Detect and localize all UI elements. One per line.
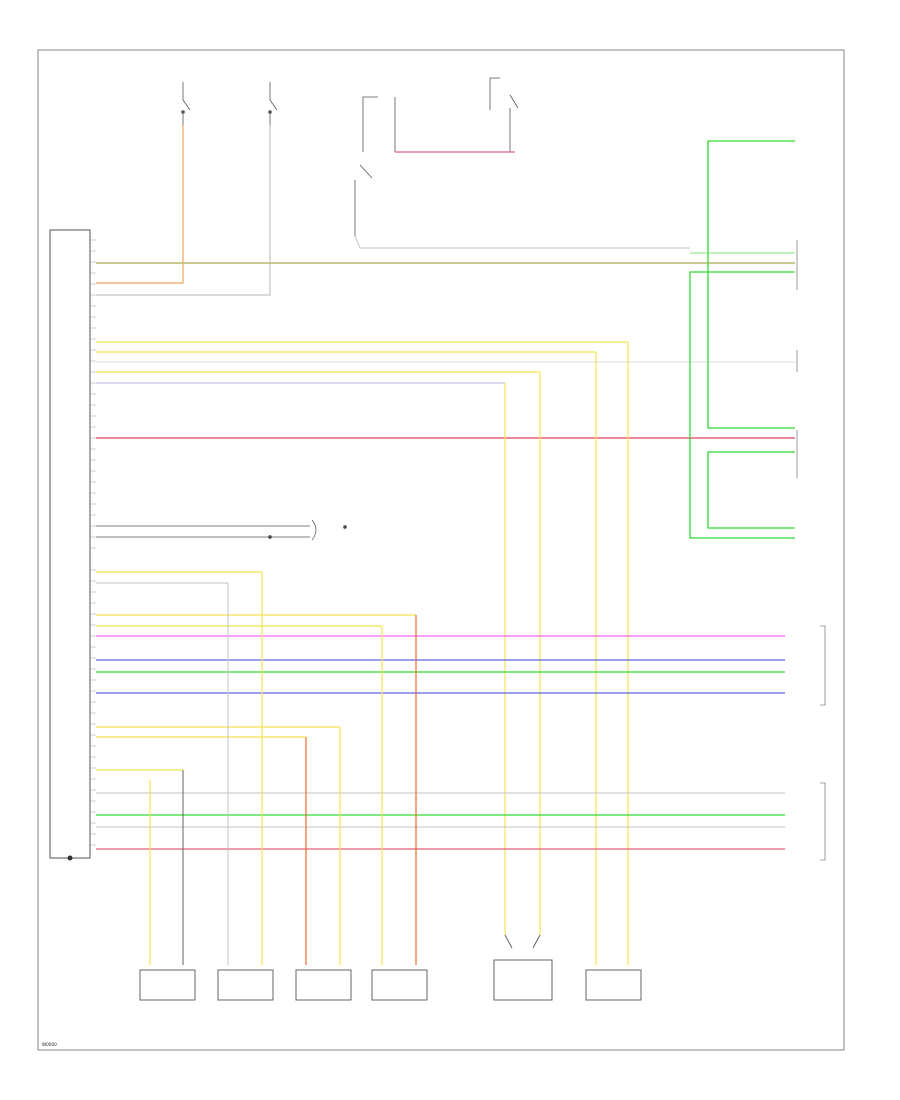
control-module xyxy=(49,229,96,861)
bottom-components xyxy=(139,934,642,1001)
sensor-icon xyxy=(217,969,274,1001)
wire-grey-center xyxy=(354,235,690,249)
module-pin-ticks xyxy=(90,239,96,846)
sensor-icon xyxy=(585,969,642,1001)
top-switch-right xyxy=(268,82,278,125)
wire-orange-top xyxy=(96,125,184,284)
green-loop xyxy=(689,140,795,539)
top-switch-left xyxy=(181,82,191,125)
right-bracket-connectors xyxy=(820,625,826,861)
ground-icon xyxy=(67,855,73,861)
center-connection xyxy=(96,519,347,541)
sensor-icon xyxy=(493,959,553,1001)
top-sensor-center xyxy=(354,77,519,236)
sensor-icon xyxy=(139,969,196,1001)
sensor-icon xyxy=(295,969,352,1001)
sensor-icon xyxy=(371,969,428,1001)
diagram-frame xyxy=(37,49,845,1051)
switch-icon xyxy=(504,934,541,949)
footer-code: W0000 xyxy=(42,1042,57,1047)
wire-grey-top xyxy=(96,125,271,296)
